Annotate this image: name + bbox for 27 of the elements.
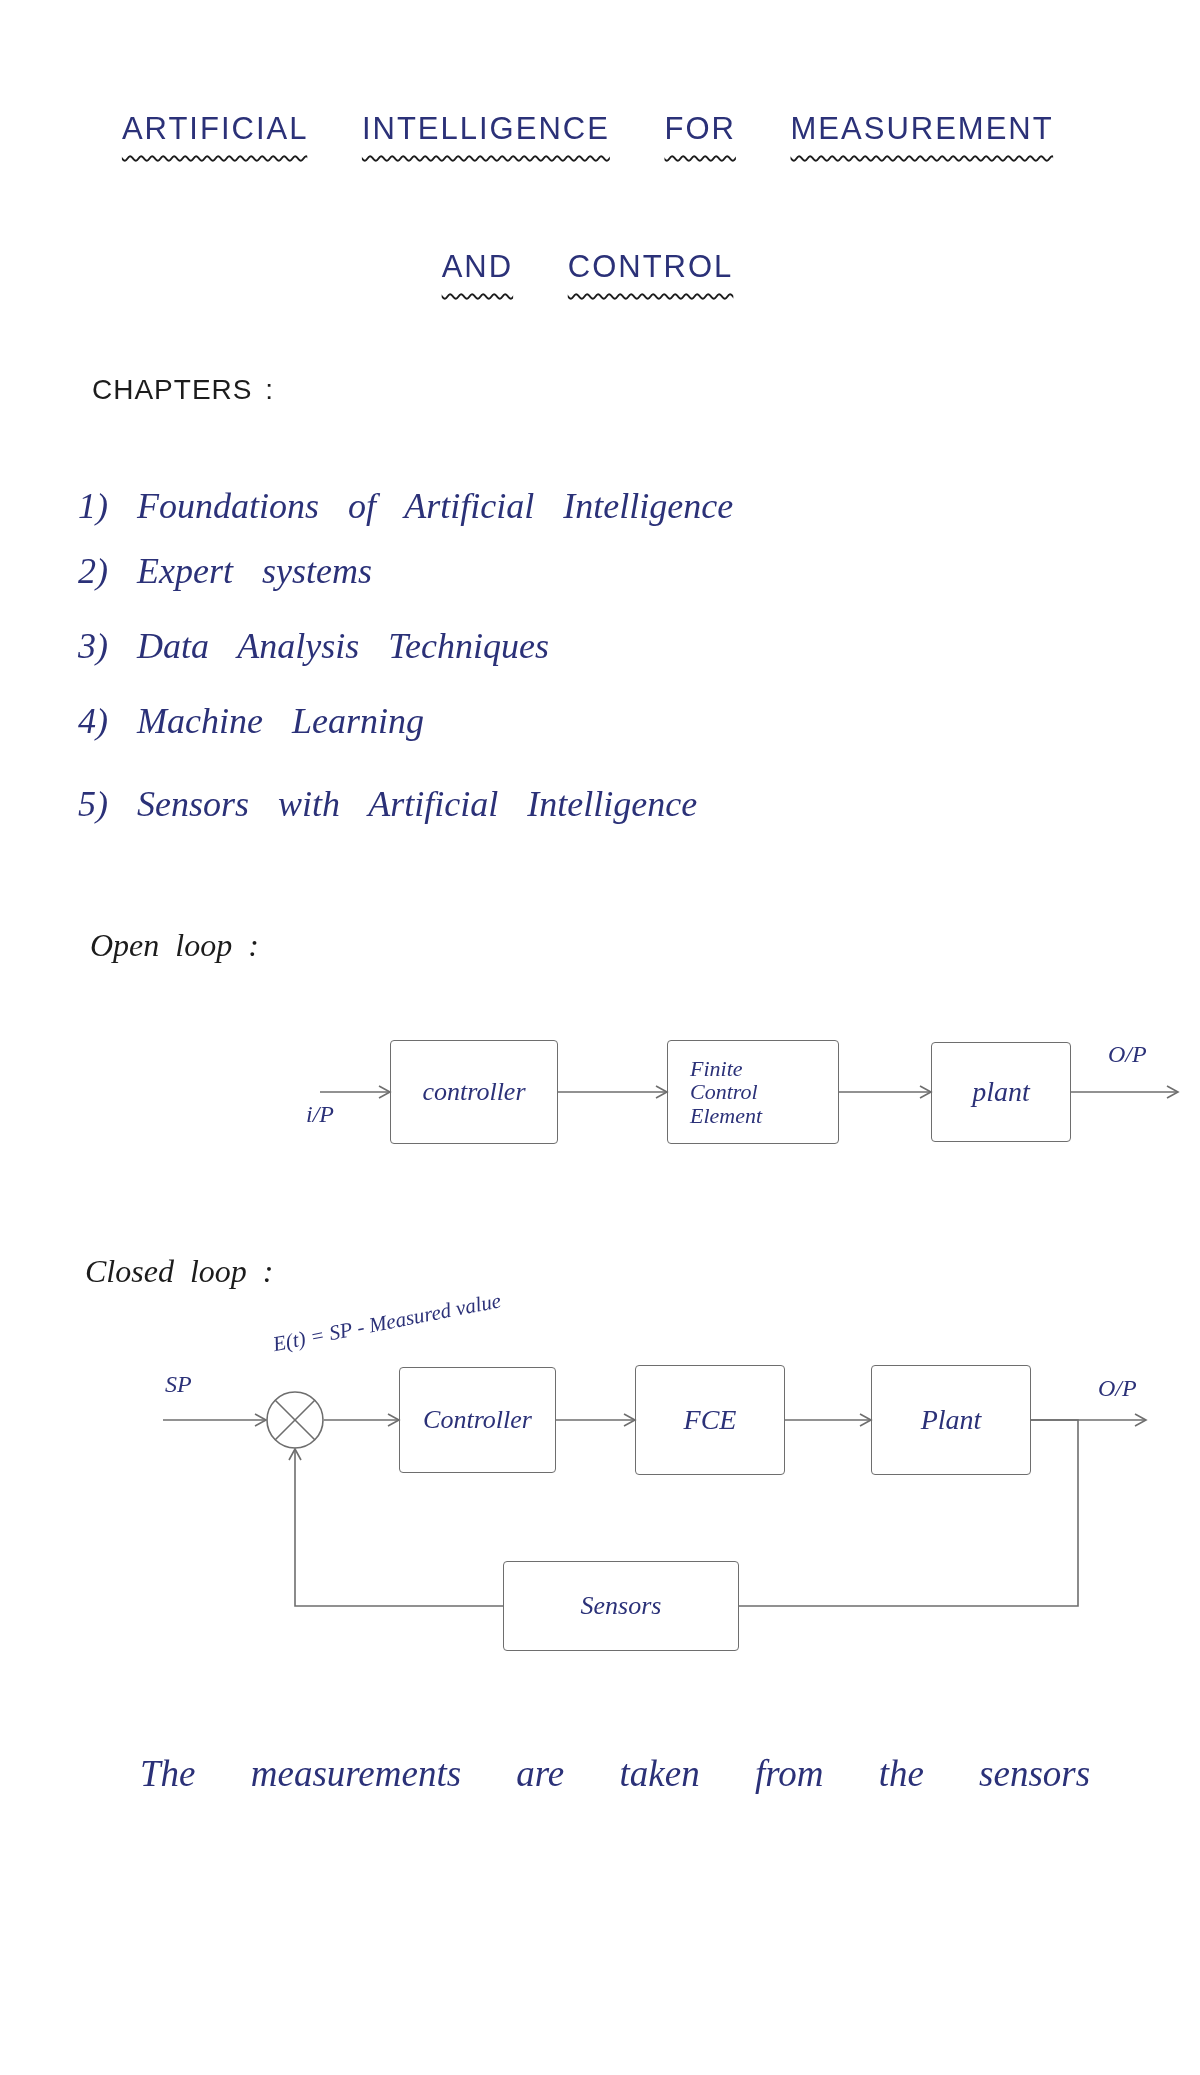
arrow [557,1085,668,1099]
process-box: Controller [399,1367,556,1473]
connector-line [738,1419,1079,1607]
list-item: 3) Data Analysis Techniques [78,625,549,668]
arrow [319,1085,391,1099]
list-item: 4) Machine Learning [78,700,424,743]
process-box: Sensors [503,1561,739,1651]
process-box: FCE [635,1365,785,1475]
process-box: plant [931,1042,1071,1142]
arrow [323,1413,400,1427]
process-box: Plant [871,1365,1031,1475]
section-heading: CHAPTERS : [92,373,275,407]
arrow [784,1413,872,1427]
arrow [288,1448,504,1607]
process-box: controller [390,1040,558,1144]
summing-junction [266,1391,324,1449]
process-box: Finite Control Element [667,1040,839,1144]
list-item: 2) Expert systems [78,550,372,593]
section-heading: Open loop : [90,926,259,965]
caption: The measurements are taken from the sensors [140,1752,1091,1796]
list-item: 5) Sensors with Artificial Intelligence [78,783,698,826]
arrow [555,1413,636,1427]
list-item: 1) Foundations of Artificial Intelligence [78,485,734,528]
arrow [838,1085,932,1099]
arrow [1070,1085,1179,1099]
title: ARTIFICIAL INTELLIGENCE FOR MEASUREMENT AND CONTROL [120,110,1055,286]
arrow [162,1413,267,1427]
